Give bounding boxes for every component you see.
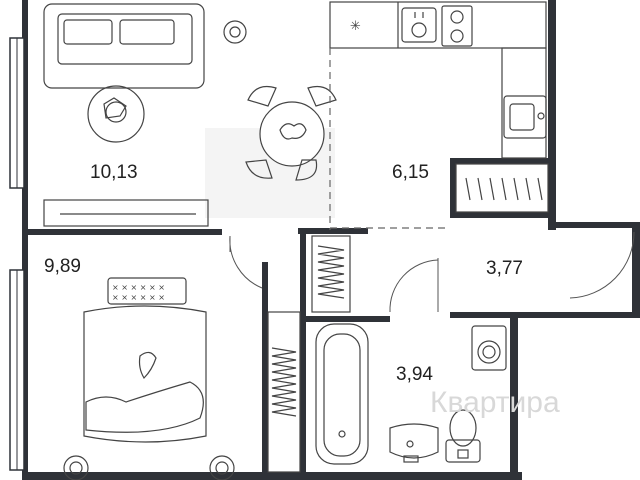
chair (245, 159, 273, 179)
sofa (43, 3, 205, 89)
dining-table (259, 101, 325, 167)
kitchen-counter (329, 1, 547, 49)
bathroom-door-swing (389, 259, 439, 313)
living-room: 10,13 (43, 3, 247, 227)
svg-text:× × × × × ×: × × × × × × (112, 293, 165, 302)
lamp-icon (209, 455, 235, 480)
bathtub (315, 323, 369, 465)
bedroom-wardrobe (267, 311, 301, 473)
kitchen-wardrobe (455, 163, 549, 213)
sink (401, 7, 437, 43)
bedroom-door-swing (229, 235, 263, 289)
watermark: Квартира (430, 386, 560, 419)
round-rug (87, 85, 145, 143)
lamp-icon (63, 455, 89, 480)
kitchen: ✳ 6,15 (329, 1, 547, 230)
bathroom: 3,94 (315, 323, 507, 465)
chair (295, 159, 318, 181)
pet-sketch (138, 351, 157, 379)
chair (307, 85, 337, 107)
freezer-icon: ✳ (350, 19, 361, 34)
hall: 3,77 (311, 231, 635, 313)
washing-machine (471, 325, 507, 371)
living-area-label: 10,13 (90, 162, 138, 183)
bedroom-area-label: 9,89 (44, 256, 81, 277)
bathroom-area-label: 3,94 (396, 364, 433, 385)
chair (247, 85, 277, 107)
dining-set (245, 85, 337, 181)
clock-icon (223, 20, 247, 44)
bed (83, 305, 207, 443)
toilet (445, 439, 481, 463)
hall-wardrobe (311, 235, 351, 313)
hall-area-label: 3,77 (486, 258, 523, 279)
tv-stand (43, 199, 209, 227)
stove (441, 5, 473, 47)
entrance-door-swing (569, 231, 635, 299)
side-counter (501, 47, 547, 159)
bathroom-sink (389, 423, 439, 459)
kitchen-area-label: 6,15 (392, 162, 429, 183)
bedroom: × × × × × × × × × × × × 9,89 (44, 235, 301, 480)
kitchen-sink (503, 95, 547, 139)
headboard (107, 277, 187, 305)
walls (9, 0, 640, 480)
svg-text:× × × × × ×: × × × × × × (112, 283, 165, 292)
